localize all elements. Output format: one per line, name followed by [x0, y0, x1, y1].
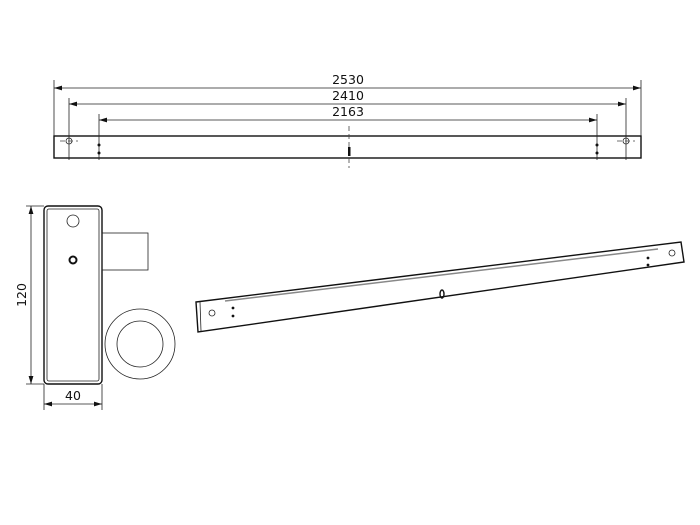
groove-line	[224, 248, 659, 302]
isometric-view	[195, 241, 685, 333]
beam-isometric-outline	[195, 241, 685, 333]
profile-view: 120 40	[14, 205, 176, 410]
end-cap-ring	[104, 308, 176, 380]
top-view: 2530 2410 2163	[53, 72, 642, 168]
dimension-label-2530: 2530	[332, 72, 364, 87]
dimension-label-40: 40	[65, 388, 81, 403]
dimension-label-2163: 2163	[332, 104, 364, 119]
dimension-label-2410: 2410	[332, 88, 364, 103]
dimension-label-120: 120	[14, 283, 29, 307]
beam-top-outline	[53, 135, 642, 159]
bracket-tab	[101, 232, 149, 271]
profile-outline	[43, 205, 103, 385]
